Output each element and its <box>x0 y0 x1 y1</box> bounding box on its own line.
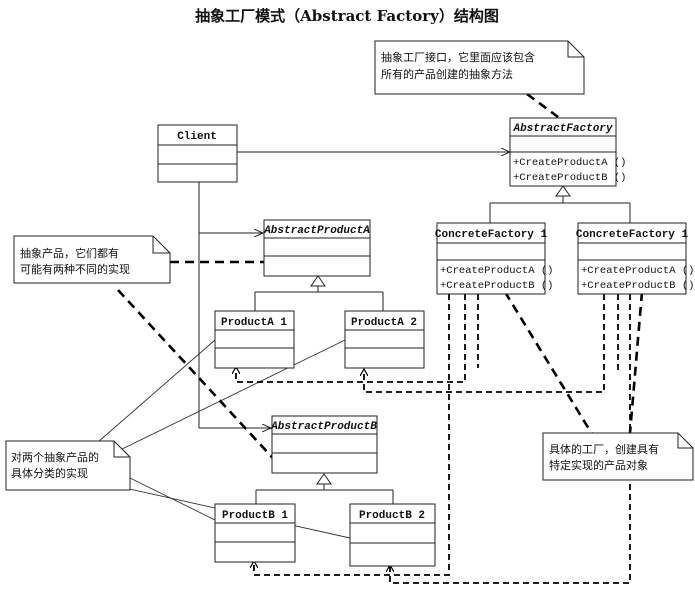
concrete-factories-note-line1: 具体的工厂，创建具有 <box>549 442 659 456</box>
product-b2-class: ProductB 2 <box>349 503 436 567</box>
factory-interface-note-line2: 所有的产品创建的抽象方法 <box>381 67 513 81</box>
abstract-factory-op-b: +CreateProductB () <box>513 172 626 184</box>
abstract-factory-op-a: +CreateProductA () <box>513 157 626 169</box>
note-to-concrete-factory-2-anchor <box>628 291 644 434</box>
diagram-title: 抽象工厂模式（Abstract Factory）结构图 <box>195 7 499 25</box>
concrete-products-note: 对两个抽象产品的 具体分类的实现 <box>5 440 131 491</box>
abstract-products-note-line2: 可能有两种不同的实现 <box>20 262 130 276</box>
product-b1-class: ProductB 1 <box>214 503 296 563</box>
abstract-factory-class: AbstractFactory +CreateProductA () +Crea… <box>509 117 626 187</box>
note-to-abstract-factory-anchor <box>526 92 559 119</box>
product-a1-name: ProductA 1 <box>221 317 287 329</box>
abstract-product-a-class: AbstractProductA <box>263 219 371 277</box>
concrete-factory-2-op-b: +CreateProductB () <box>581 280 694 292</box>
abstract-products-note: 抽象产品，它们都有 可能有两种不同的实现 <box>13 235 171 284</box>
concrete-products-note-line1: 对两个抽象产品的 <box>11 450 99 464</box>
concrete-factory-2-name: ConcreteFactory 1 <box>576 229 689 241</box>
product-a-inheritance-triangle <box>310 275 326 287</box>
concrete-products-note-line2: 具体分类的实现 <box>11 466 88 480</box>
abstract-product-a-name: AbstractProductA <box>263 225 370 237</box>
product-a2-class: ProductA 2 <box>344 310 425 369</box>
product-b1-name: ProductB 1 <box>222 510 288 522</box>
concrete-factories-note: 具体的工厂，创建具有 特定实现的产品对象 <box>542 432 694 481</box>
client-class: Client <box>157 124 238 183</box>
cf1-creates-product-a1 <box>236 294 466 383</box>
concrete-factory-2-class: ConcreteFactory 1 +CreateProductA () +Cr… <box>576 222 694 295</box>
product-b-inheritance-triangle <box>316 473 332 485</box>
abstract-products-note-line1: 抽象产品，它们都有 <box>20 246 119 260</box>
concrete-factory-1-name: ConcreteFactory 1 <box>435 229 548 241</box>
abstract-product-b-class: AbstractProductB <box>270 415 378 474</box>
product-a2-name: ProductA 2 <box>351 317 417 329</box>
concrete-factory-1-op-a: +CreateProductA () <box>440 265 553 277</box>
product-b2-name: ProductB 2 <box>359 510 425 522</box>
concrete-factories-note-line2: 特定实现的产品对象 <box>549 458 648 472</box>
abstract-product-b-name: AbstractProductB <box>270 421 377 433</box>
client-class-name: Client <box>177 131 217 143</box>
concrete-factory-1-op-b: +CreateProductB () <box>440 280 553 292</box>
factory-interface-note-line1: 抽象工厂接口，它里面应该包含 <box>381 50 535 64</box>
note-to-abstract-product-b-anchor <box>117 289 283 469</box>
abstract-factory-class-name: AbstractFactory <box>512 123 612 135</box>
note-to-concrete-factory-1-anchor <box>503 291 602 448</box>
factory-interface-note: 抽象工厂接口，它里面应该包含 所有的产品创建的抽象方法 <box>374 40 585 95</box>
concrete-factory-1-class: ConcreteFactory 1 +CreateProductA () +Cr… <box>435 222 553 295</box>
cf1-creates-product-b1 <box>254 294 450 576</box>
factory-inheritance-triangle <box>555 185 571 197</box>
product-a1-class: ProductA 1 <box>214 310 295 369</box>
concrete-factory-2-op-a: +CreateProductA () <box>581 265 694 277</box>
